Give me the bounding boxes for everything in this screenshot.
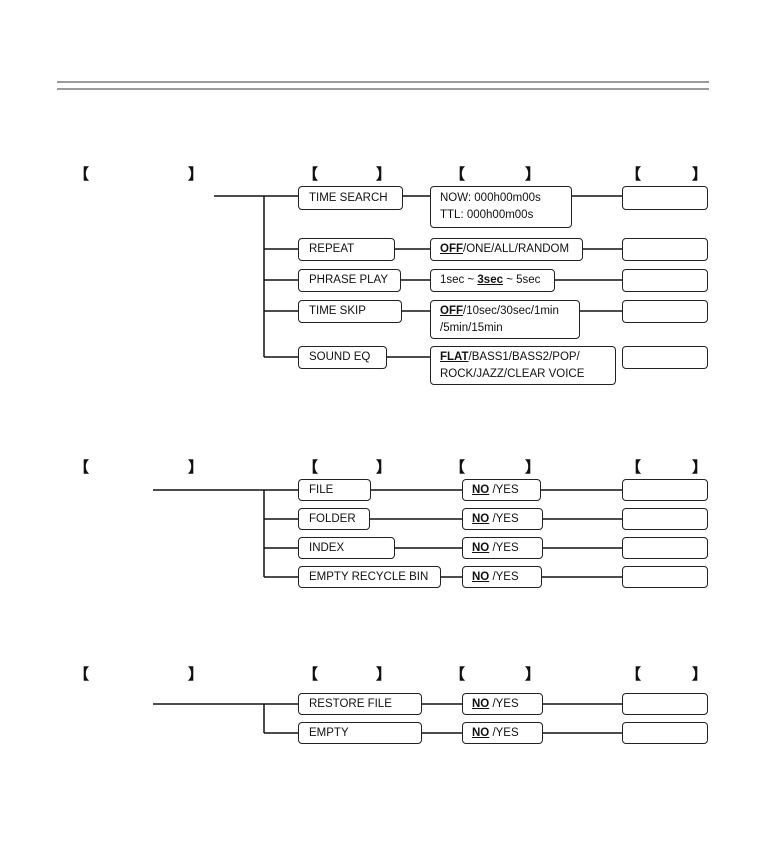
- option-line: /5min/15min: [440, 320, 503, 337]
- option-file[interactable]: NO /YES: [462, 479, 541, 501]
- bracket-open: 【: [450, 665, 466, 683]
- bracket-close: 】: [525, 665, 541, 683]
- bracket-open: 【: [626, 458, 642, 476]
- result-box: [622, 566, 708, 588]
- bracket-close: 】: [376, 665, 392, 683]
- bracket-close: 】: [692, 165, 708, 183]
- default-value: NO: [472, 570, 490, 583]
- option-text: /5min/15min: [440, 321, 503, 334]
- default-value: FLAT: [440, 350, 469, 363]
- option-line: ROCK/JAZZ/CLEAR VOICE: [440, 366, 584, 383]
- menu-item-phrase-play[interactable]: PHRASE PLAY: [298, 269, 401, 292]
- bracket-close: 】: [188, 458, 204, 476]
- bracket-close: 】: [692, 665, 708, 683]
- option-line: TTL: 000h00m00s: [440, 207, 533, 224]
- option-phrase-play[interactable]: 1sec ~ 3sec ~ 5sec: [430, 269, 555, 292]
- option-line: 1sec ~ 3sec ~ 5sec: [440, 272, 540, 289]
- option-time-skip[interactable]: OFF/10sec/30sec/1min/5min/15min: [430, 300, 580, 339]
- option-text: /10sec/30sec/1min: [463, 304, 559, 317]
- bracket-close: 】: [376, 165, 392, 183]
- bracket-open: 【: [626, 665, 642, 683]
- default-value: OFF: [440, 304, 463, 317]
- result-box: [622, 186, 708, 210]
- menu-item-time-search[interactable]: TIME SEARCH: [298, 186, 403, 210]
- option-sound-eq[interactable]: FLAT/BASS1/BASS2/POP/ROCK/JAZZ/CLEAR VOI…: [430, 346, 616, 385]
- menu-item-sound-eq[interactable]: SOUND EQ: [298, 346, 387, 369]
- bracket-open: 【: [303, 165, 319, 183]
- result-box: [622, 537, 708, 559]
- option-text: TTL: 000h00m00s: [440, 209, 534, 221]
- option-line: OFF/ONE/ALL/RANDOM: [440, 241, 569, 258]
- option-line: NO /YES: [472, 511, 519, 528]
- menu-item-file[interactable]: FILE: [298, 479, 371, 501]
- option-repeat[interactable]: OFF/ONE/ALL/RANDOM: [430, 238, 583, 261]
- option-text: 1sec ~: [440, 274, 478, 286]
- option-text: /YES: [489, 483, 519, 496]
- result-box: [622, 479, 708, 501]
- menu-item-folder[interactable]: FOLDER: [298, 508, 370, 530]
- option-text: /YES: [489, 697, 519, 710]
- result-box: [622, 508, 708, 530]
- menu-item-empty[interactable]: EMPTY: [298, 722, 422, 744]
- option-line: NOW: 000h00m00s: [440, 190, 541, 207]
- option-restore-file[interactable]: NO /YES: [462, 693, 543, 715]
- result-box: [622, 346, 708, 369]
- bracket-open: 【: [74, 665, 90, 683]
- bracket-open: 【: [303, 458, 319, 476]
- option-index[interactable]: NO /YES: [462, 537, 543, 559]
- default-value: OFF: [440, 243, 463, 255]
- bracket-close: 】: [376, 458, 392, 476]
- default-value: NO: [472, 726, 490, 739]
- option-text: /ONE/ALL/RANDOM: [463, 243, 570, 255]
- menu-item-empty-recycle-bin[interactable]: EMPTY RECYCLE BIN: [298, 566, 441, 588]
- option-line: OFF/10sec/30sec/1min: [440, 303, 559, 320]
- bracket-open: 【: [74, 458, 90, 476]
- default-value: NO: [472, 512, 490, 525]
- option-text: /YES: [489, 541, 519, 554]
- menu-item-repeat[interactable]: REPEAT: [298, 238, 395, 261]
- result-box: [622, 238, 708, 261]
- option-line: NO /YES: [472, 696, 519, 713]
- option-text: /BASS1/BASS2/POP/: [468, 350, 580, 363]
- menu-item-time-skip[interactable]: TIME SKIP: [298, 300, 402, 323]
- bracket-open: 【: [626, 165, 642, 183]
- default-value: NO: [472, 697, 490, 710]
- bracket-close: 】: [692, 458, 708, 476]
- top-rule: [57, 81, 709, 90]
- default-value: 3sec: [477, 274, 503, 286]
- option-line: FLAT/BASS1/BASS2/POP/: [440, 349, 580, 366]
- option-line: NO /YES: [472, 482, 519, 499]
- bracket-close: 】: [188, 165, 204, 183]
- option-text: /YES: [489, 512, 519, 525]
- bracket-close: 】: [188, 665, 204, 683]
- option-text: /YES: [489, 570, 519, 583]
- option-line: NO /YES: [472, 569, 519, 586]
- bracket-open: 【: [450, 458, 466, 476]
- bracket-open: 【: [303, 665, 319, 683]
- default-value: NO: [472, 541, 490, 554]
- result-box: [622, 300, 708, 323]
- default-value: NO: [472, 483, 490, 496]
- menu-item-index[interactable]: INDEX: [298, 537, 395, 559]
- option-text: NOW: 000h00m00s: [440, 192, 541, 204]
- option-empty-recycle-bin[interactable]: NO /YES: [462, 566, 542, 588]
- bracket-open: 【: [74, 165, 90, 183]
- option-line: NO /YES: [472, 540, 519, 557]
- option-text: ~ 5sec: [503, 274, 541, 286]
- result-box: [622, 722, 708, 744]
- bracket-close: 】: [525, 458, 541, 476]
- option-line: NO /YES: [472, 725, 519, 742]
- option-folder[interactable]: NO /YES: [462, 508, 543, 530]
- option-text: /YES: [489, 726, 519, 739]
- result-box: [622, 693, 708, 715]
- bracket-close: 】: [525, 165, 541, 183]
- option-text: ROCK/JAZZ/CLEAR VOICE: [440, 367, 585, 380]
- option-empty[interactable]: NO /YES: [462, 722, 543, 744]
- bracket-open: 【: [450, 165, 466, 183]
- menu-item-restore-file[interactable]: RESTORE FILE: [298, 693, 422, 715]
- result-box: [622, 269, 708, 292]
